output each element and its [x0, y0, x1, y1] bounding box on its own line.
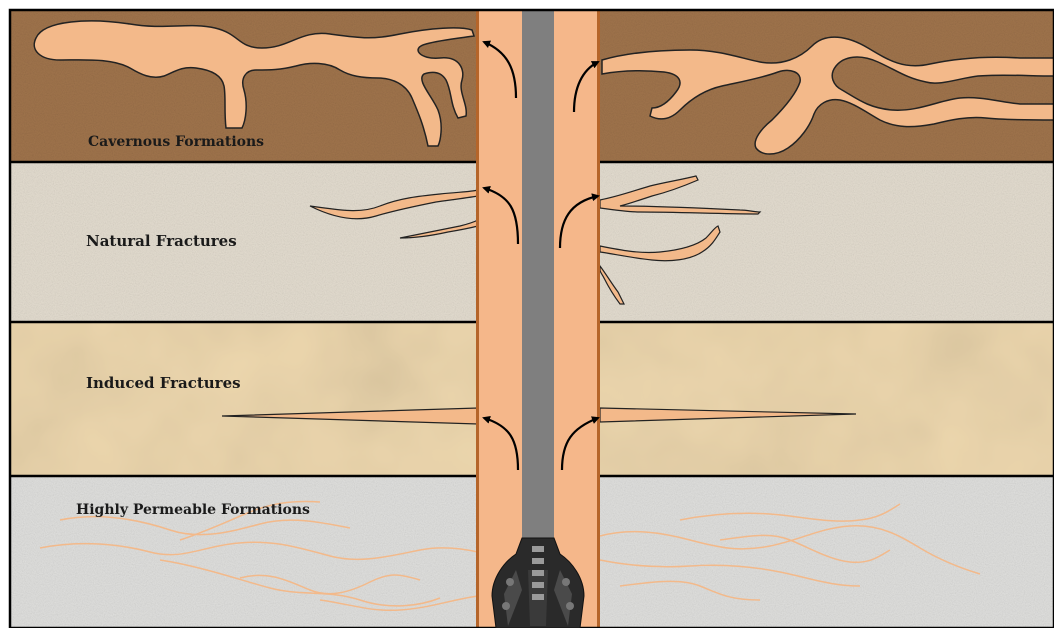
- wellbore: [476, 10, 600, 628]
- layer-label-permeable: Highly Permeable Formations: [76, 502, 310, 518]
- layer-label-natural: Natural Fractures: [86, 232, 237, 250]
- annulus-edge-left: [476, 10, 479, 628]
- annulus-edge-right: [597, 10, 600, 628]
- layer-label-cavernous: Cavernous Formations: [88, 134, 264, 150]
- layer-label-induced: Induced Fractures: [86, 374, 241, 392]
- drill-pipe: [522, 10, 554, 540]
